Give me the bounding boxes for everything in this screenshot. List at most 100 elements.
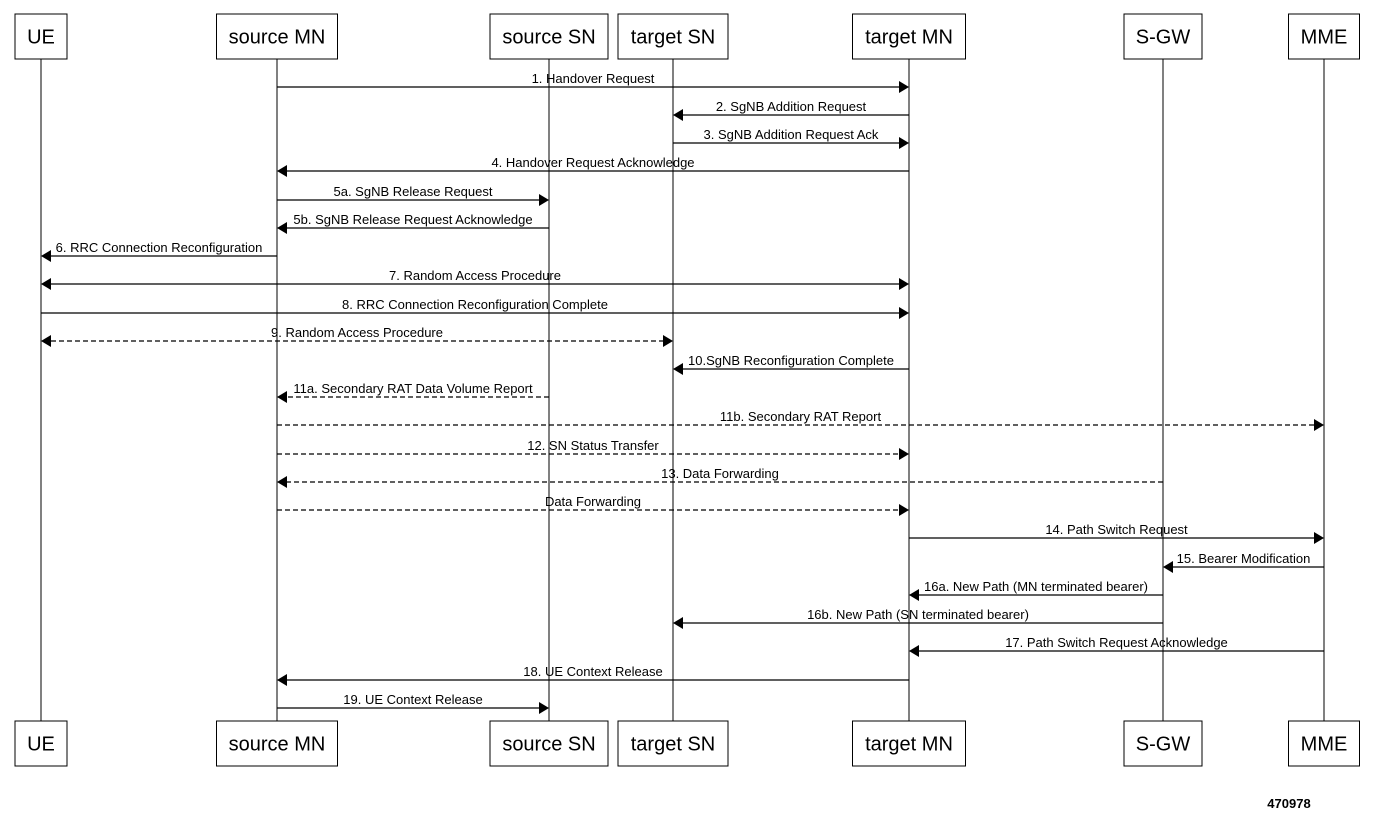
message-7: 6. RRC Connection Reconfiguration — [41, 240, 277, 262]
message-label: 13. Data Forwarding — [661, 466, 779, 481]
message-label: 11a. Secondary RAT Data Volume Report — [293, 381, 533, 396]
message-20: 16b. New Path (SN terminated bearer) — [673, 607, 1163, 629]
message-10: 9. Random Access Procedure — [41, 325, 673, 347]
participant-source-mn-bottom: source MN — [216, 720, 338, 767]
message-label: 2. SgNB Addition Request — [716, 99, 867, 114]
message-label: 12. SN Status Transfer — [527, 438, 659, 453]
arrowhead — [899, 81, 909, 93]
participant-s-gw-top: S-GW — [1123, 13, 1203, 60]
participant-label: UE — [27, 734, 55, 756]
arrowhead — [277, 674, 287, 686]
messages: 1. Handover Request 2. SgNB Addition Requ… — [41, 71, 1324, 714]
participant-box — [1288, 13, 1360, 60]
message-6: 5b. SgNB Release Request Acknowledge — [277, 212, 549, 234]
participant-box — [216, 13, 338, 60]
message-label: 16b. New Path (SN terminated bearer) — [807, 607, 1029, 622]
arrowhead — [899, 307, 909, 319]
message-5: 5a. SgNB Release Request — [277, 184, 549, 206]
message-label: 5b. SgNB Release Request Acknowledge — [293, 212, 532, 227]
message-12: 11a. Secondary RAT Data Volume Report — [277, 381, 549, 403]
participant-box — [852, 720, 966, 767]
message-label: 7. Random Access Procedure — [389, 268, 561, 283]
arrowhead — [41, 278, 51, 290]
message-label: 5a. SgNB Release Request — [334, 184, 493, 199]
message-label: 6. RRC Connection Reconfiguration — [56, 240, 263, 255]
message-15: 13. Data Forwarding — [277, 466, 1163, 488]
message-2: 2. SgNB Addition Request — [673, 99, 909, 121]
message-23: 19. UE Context Release — [277, 692, 549, 714]
message-8: 7. Random Access Procedure — [41, 268, 909, 290]
message-label: 1. Handover Request — [532, 71, 655, 86]
participant-label: S-GW — [1136, 734, 1191, 756]
participant-ue-bottom: UE — [14, 720, 68, 767]
message-label: 3. SgNB Addition Request Ack — [704, 127, 879, 142]
participant-label: source SN — [502, 734, 595, 756]
participant-label: S-GW — [1136, 27, 1191, 49]
message-label: 19. UE Context Release — [343, 692, 482, 707]
participant-mme-top: MME — [1288, 13, 1360, 60]
message-14: 12. SN Status Transfer — [277, 438, 909, 460]
message-17: 14. Path Switch Request — [909, 522, 1324, 544]
arrowhead — [277, 476, 287, 488]
message-4: 4. Handover Request Acknowledge — [277, 155, 909, 177]
message-label: 4. Handover Request Acknowledge — [491, 155, 694, 170]
arrowhead — [663, 335, 673, 347]
message-label: 15. Bearer Modification — [1177, 551, 1311, 566]
participant-label: target MN — [865, 734, 953, 756]
participant-box — [14, 720, 68, 767]
message-19: 16a. New Path (MN terminated bearer) — [909, 579, 1163, 601]
participant-box — [852, 13, 966, 60]
message-label: 11b. Secondary RAT Report — [720, 409, 882, 424]
message-13: 11b. Secondary RAT Report — [277, 409, 1324, 431]
arrowhead — [539, 702, 549, 714]
participant-target-sn-bottom: target SN — [617, 720, 729, 767]
arrowhead — [909, 645, 919, 657]
participant-mme-bottom: MME — [1288, 720, 1360, 767]
participant-label: source MN — [229, 734, 326, 756]
participant-box — [14, 13, 68, 60]
arrowhead — [899, 448, 909, 460]
participant-box — [1123, 13, 1203, 60]
lifelines — [40, 59, 1325, 721]
message-label: 16a. New Path (MN terminated bearer) — [924, 579, 1148, 594]
participant-target-mn-top: target MN — [852, 13, 966, 60]
arrowhead — [899, 504, 909, 516]
participant-target-sn-top: target SN — [617, 13, 729, 60]
participant-box — [1288, 720, 1360, 767]
participant-box — [489, 720, 609, 767]
participant-label: source SN — [502, 27, 595, 49]
participant-box — [489, 13, 609, 60]
message-label: Data Forwarding — [545, 494, 641, 509]
arrowhead — [539, 194, 549, 206]
arrowhead — [277, 391, 287, 403]
message-label: 14. Path Switch Request — [1045, 522, 1188, 537]
message-21: 17. Path Switch Request Acknowledge — [909, 635, 1324, 657]
message-1: 1. Handover Request — [277, 71, 909, 93]
arrowhead — [1314, 532, 1324, 544]
message-11: 10.SgNB Reconfiguration Complete — [673, 353, 909, 375]
arrowhead — [1314, 419, 1324, 431]
participant-label: target SN — [631, 734, 715, 756]
arrowhead — [41, 335, 51, 347]
message-3: 3. SgNB Addition Request Ack — [673, 127, 909, 149]
arrowhead — [41, 250, 51, 262]
message-label: 9. Random Access Procedure — [271, 325, 443, 340]
arrowhead — [673, 617, 683, 629]
participant-label: MME — [1301, 27, 1348, 49]
participant-source-mn-top: source MN — [216, 13, 338, 60]
message-9: 8. RRC Connection Reconfiguration Comple… — [41, 297, 909, 319]
message-label: 8. RRC Connection Reconfiguration Comple… — [342, 297, 608, 312]
arrowhead — [673, 363, 683, 375]
participant-box — [617, 13, 729, 60]
message-16: Data Forwarding — [277, 494, 909, 516]
arrowhead — [277, 165, 287, 177]
participant-target-mn-bottom: target MN — [852, 720, 966, 767]
message-label: 17. Path Switch Request Acknowledge — [1005, 635, 1228, 650]
arrowhead — [673, 109, 683, 121]
message-label: 18. UE Context Release — [523, 664, 662, 679]
participant-source-sn-bottom: source SN — [489, 720, 609, 767]
arrowhead — [909, 589, 919, 601]
participant-box — [216, 720, 338, 767]
